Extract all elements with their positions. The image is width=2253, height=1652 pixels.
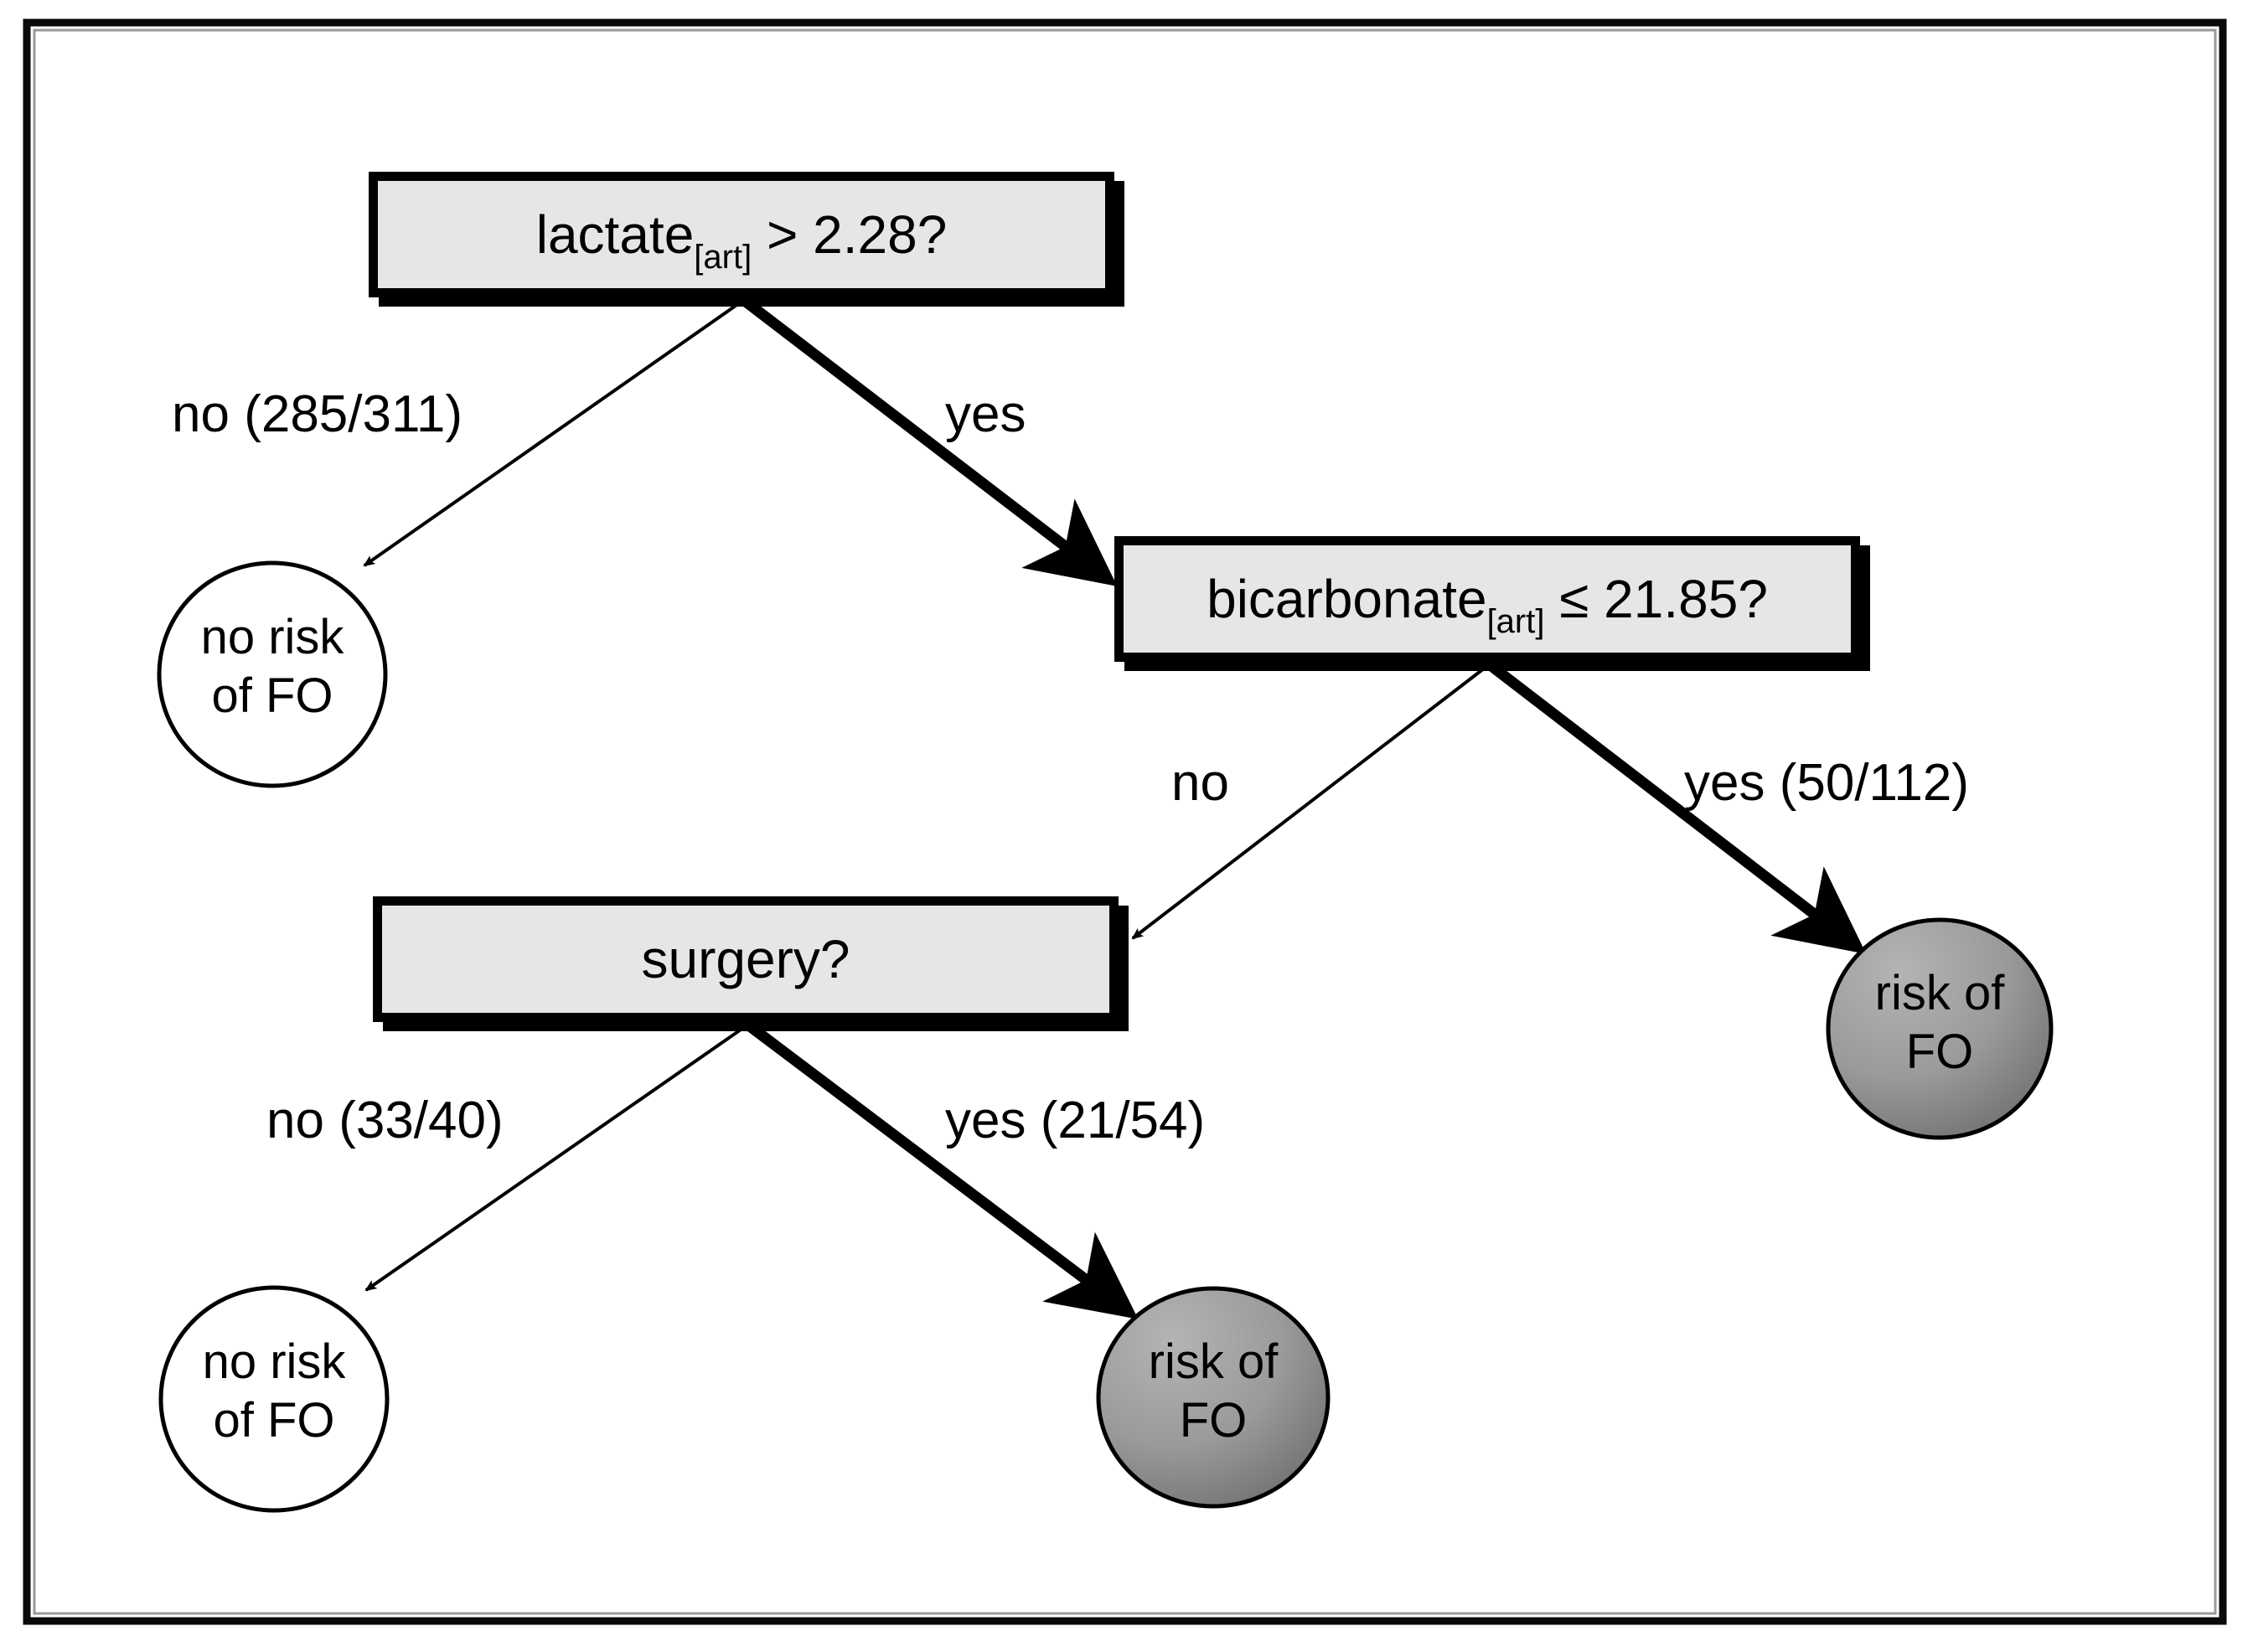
node-bicarbonate-suffix: ?	[1738, 569, 1768, 629]
edge-lactate-no	[363, 300, 743, 567]
node-bicarbonate[interactable]: bicarbonate[art] ≤ 21.85?	[1114, 536, 1870, 671]
node-lactate-fill	[378, 181, 1105, 288]
node-surgery[interactable]: surgery?	[373, 896, 1129, 1031]
leaf-risk-of-fo-bottom[interactable]: risk of FO	[1096, 1286, 1331, 1509]
leaf-risk-of-fo-right[interactable]: risk of FO	[1826, 917, 2054, 1140]
node-bicarbonate-subscript: [art]	[1487, 603, 1545, 640]
edge-label-lactate-yes: yes	[945, 385, 1026, 443]
node-bicarbonate-op: ≤	[1559, 569, 1589, 629]
node-surgery-text: surgery?	[642, 929, 850, 989]
node-surgery-var: surgery	[642, 929, 820, 989]
node-lactate-var: lactate	[536, 204, 695, 265]
node-bicarbonate-var: bicarbonate	[1207, 569, 1486, 629]
node-lactate-subscript: [art]	[694, 239, 752, 276]
node-bicarbonate-fill	[1124, 545, 1851, 653]
edge-label-surgery-yes: yes (21/54)	[945, 1092, 1205, 1149]
leaf2-line1: risk of	[1875, 966, 2006, 1020]
node-lactate-suffix: ?	[917, 204, 948, 265]
leaf-no-risk-of-fo-bottom[interactable]: no risk of FO	[158, 1285, 390, 1513]
leaf1-line1: no risk	[201, 610, 345, 664]
leaf2-line2: FO	[1906, 1025, 1974, 1079]
leaf4-line2: FO	[1180, 1393, 1248, 1448]
node-lactate-op: >	[767, 204, 798, 265]
leaf3-shape	[158, 1285, 390, 1513]
edge-label-bicarbonate-no: no	[1171, 754, 1229, 812]
node-lactate-text: lactate[art] > 2.28?	[536, 204, 948, 276]
edge-surgery-no	[364, 1025, 747, 1292]
node-surgery-fill	[382, 906, 1109, 1013]
leaf3-line1: no risk	[203, 1335, 347, 1389]
edge-bicarbonate-no	[1131, 664, 1489, 940]
leaf1-line2: of FO	[211, 669, 333, 723]
node-bicarbonate-text: bicarbonate[art] ≤ 21.85?	[1207, 569, 1768, 640]
leaf4-shape	[1096, 1286, 1331, 1509]
edge-label-bicarbonate-yes: yes (50/112)	[1684, 754, 1969, 812]
leaf4-line1: risk of	[1149, 1335, 1279, 1389]
node-lactate[interactable]: lactate[art] > 2.28?	[369, 172, 1124, 307]
edge-lactate-yes	[742, 297, 1118, 586]
leaf-no-risk-of-fo-top[interactable]: no risk of FO	[157, 560, 388, 788]
edge-label-lactate-no: no (285/311)	[172, 385, 462, 443]
edge-label-surgery-no: no (33/40)	[266, 1092, 504, 1149]
figure-frame	[23, 18, 2227, 1625]
node-lactate-threshold: 2.28	[813, 204, 917, 265]
node-surgery-suffix: ?	[820, 929, 850, 989]
leaf2-shape	[1826, 917, 2054, 1140]
node-bicarbonate-threshold: 21.85	[1604, 569, 1738, 629]
figure-frame-inner	[33, 28, 2217, 1615]
leaf1-shape	[157, 560, 388, 788]
leaf3-line2: of FO	[213, 1393, 334, 1448]
edge-surgery-yes	[747, 1021, 1139, 1319]
edge-bicarbonate-yes	[1488, 661, 1867, 954]
